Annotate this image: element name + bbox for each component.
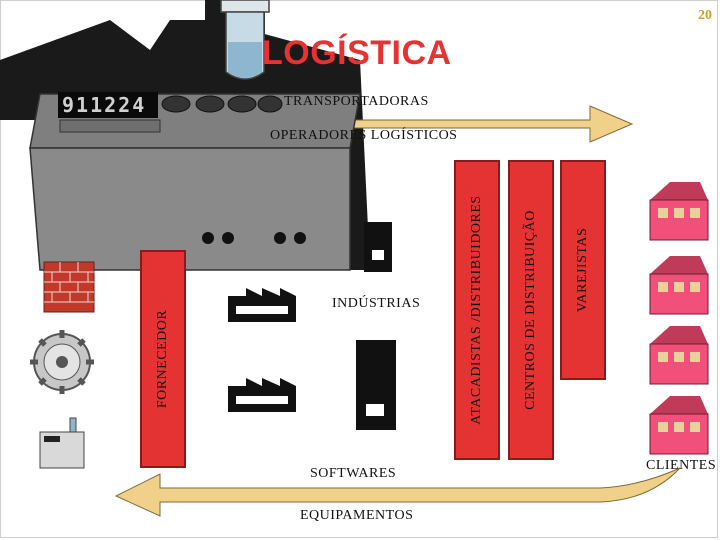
bar-fornecedor: FORNECEDOR	[140, 250, 186, 468]
brick-wall-icon	[43, 261, 95, 313]
house-icon	[649, 182, 709, 455]
label-industrias: INDÚSTRIAS	[332, 296, 421, 311]
page-number: 20	[698, 8, 712, 23]
device-icon	[39, 417, 85, 469]
bar-atacadistas: ATACADISTAS /DISTRIBUIDORES	[454, 160, 500, 460]
label-softwares: SOFTWARES	[310, 466, 397, 481]
bar-centros-distribuicao: CENTROS DE DISTRIBUIÇÃO	[508, 160, 554, 460]
machine-icon	[29, 92, 361, 271]
label-atacadistas: ATACADISTAS /DISTRIBUIDORES	[469, 195, 484, 425]
label-clientes: CLIENTES	[646, 458, 717, 473]
factory-icon	[228, 222, 396, 430]
beaker-icon	[220, 0, 270, 80]
label-varejistas: VAREJISTAS	[575, 227, 590, 313]
machine-display: 911224	[62, 93, 147, 117]
bar-varejistas: VAREJISTAS	[560, 160, 606, 380]
label-transportadoras: TRANSPORTADORAS	[284, 94, 429, 109]
gear-icon	[30, 330, 94, 394]
label-operadores-logisticos: OPERADORES LOGÍSTICOS	[270, 128, 458, 143]
label-fornecedor: FORNECEDOR	[155, 309, 170, 409]
bottom-arrow	[114, 467, 681, 517]
page-title: LOGÍSTICA	[262, 34, 452, 72]
label-centros-distribuicao: CENTROS DE DISTRIBUIÇÃO	[523, 210, 538, 410]
label-equipamentos: EQUIPAMENTOS	[300, 508, 414, 523]
